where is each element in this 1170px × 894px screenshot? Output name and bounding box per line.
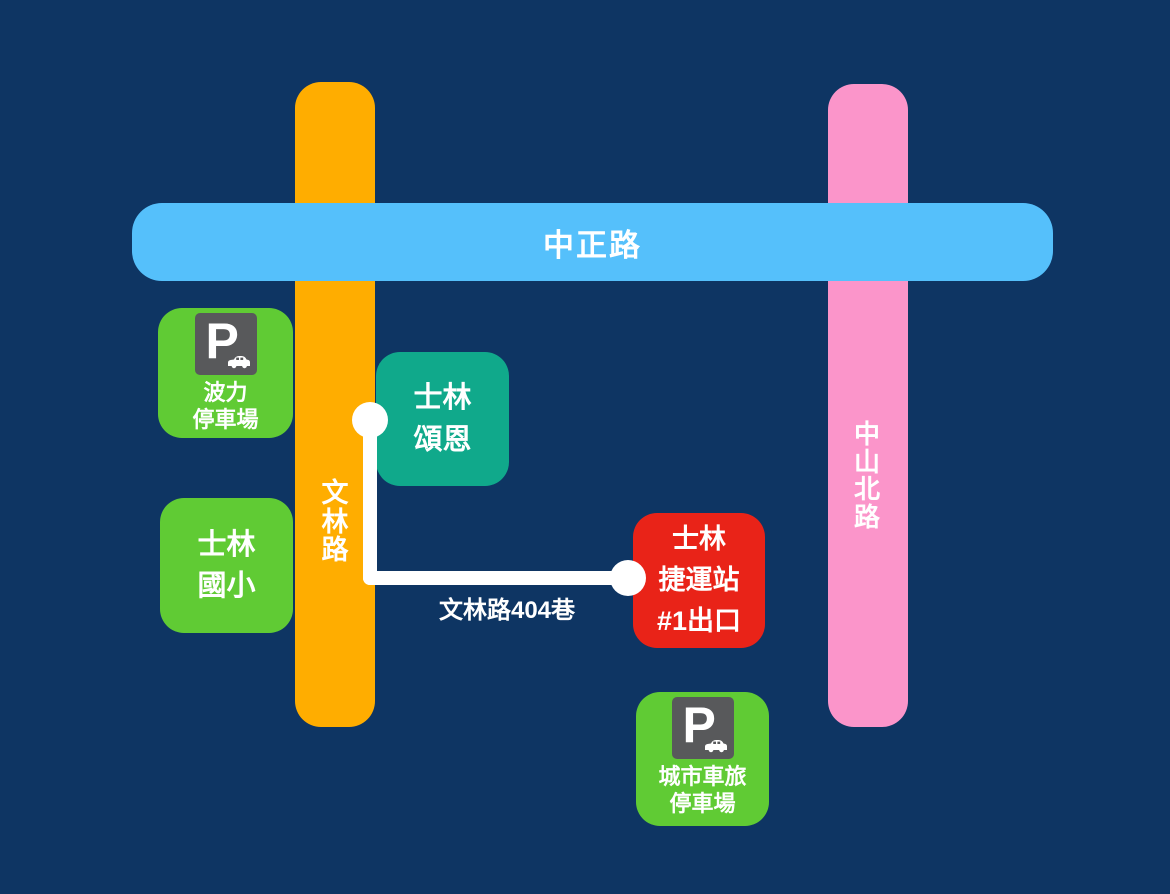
parking-sign-icon: P (671, 697, 734, 759)
place-shilin-songen: 士林 頌恩 (376, 352, 509, 486)
place-label-line: 停車場 (192, 407, 259, 432)
place-label-line: 波力 (203, 380, 248, 405)
road-wenlin-label: 文林路 (321, 478, 349, 565)
place-label-line: 士林 (672, 524, 726, 554)
place-label-line: 頌恩 (413, 424, 472, 456)
place-shilin-elementary: 士林 國小 (160, 498, 293, 633)
route-lane-label: 文林路404巷 (438, 597, 576, 624)
place-label-line: 城市車旅 (658, 764, 747, 789)
road-zhongzheng-label: 中正路 (543, 227, 642, 263)
place-city-car-parking: P 城市車旅 停車場 (636, 692, 769, 826)
route-segment-horizontal (363, 571, 633, 585)
place-label-line: 捷運站 (658, 565, 740, 595)
place-label-line: 停車場 (669, 791, 736, 816)
route-node-songen (352, 402, 388, 438)
car-icon (704, 740, 727, 753)
parking-sign-icon: P (194, 313, 257, 375)
place-label-line: 國小 (197, 569, 256, 602)
road-zhongzheng: 中正路 (132, 203, 1053, 281)
route-segment-vertical (363, 418, 377, 585)
car-icon (227, 356, 250, 369)
place-label-line: #1出口 (656, 606, 742, 636)
place-label-line: 士林 (197, 528, 256, 561)
place-shilin-mrt-exit1: 士林 捷運站 #1出口 (633, 513, 765, 648)
place-poli-parking: P 波力 停車場 (158, 308, 293, 438)
place-label-line: 士林 (413, 382, 472, 414)
route-node-mrt (610, 560, 646, 596)
road-zhongshan-north-label: 中山北路 (853, 419, 880, 532)
road-zhongshan-north (828, 84, 908, 727)
